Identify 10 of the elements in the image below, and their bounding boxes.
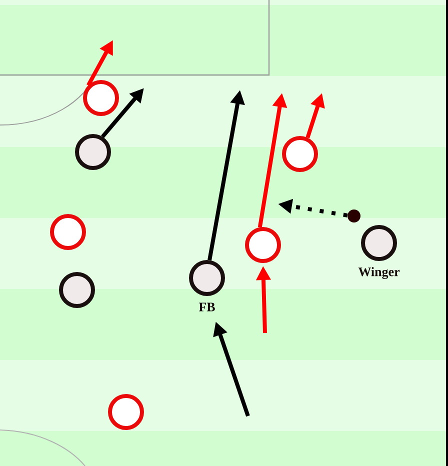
player-circle	[50, 214, 86, 250]
player-label: FB	[198, 302, 215, 312]
player-circle	[75, 134, 111, 170]
player-circle	[245, 227, 281, 263]
player-label: Winger	[358, 267, 400, 279]
ball	[348, 210, 360, 222]
player-circle	[282, 136, 318, 172]
player-circle	[59, 272, 95, 308]
player-circle	[108, 394, 144, 430]
player-circle	[83, 80, 119, 116]
